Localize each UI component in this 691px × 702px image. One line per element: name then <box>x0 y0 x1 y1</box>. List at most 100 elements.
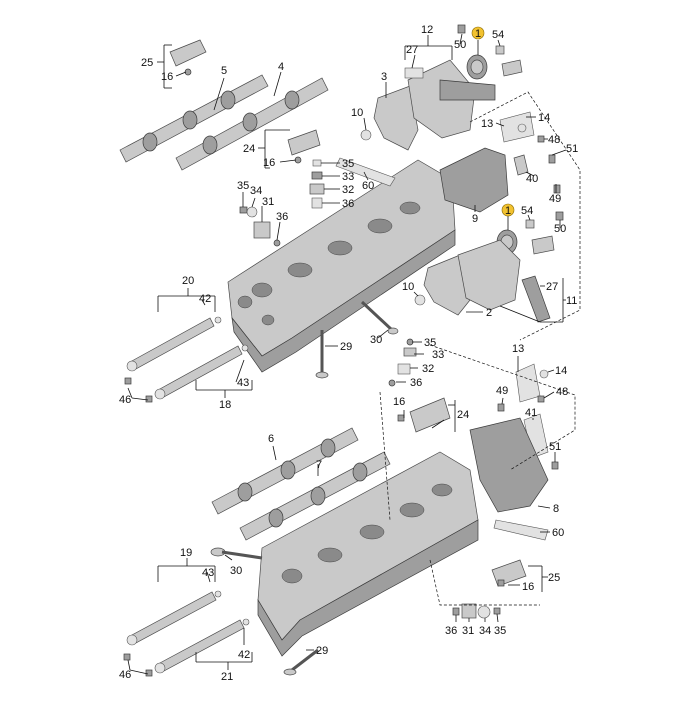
bolt-46b-lower <box>145 669 153 677</box>
part-25-lower <box>491 559 527 587</box>
camshaft-7 <box>239 451 391 541</box>
part-25-upper <box>169 39 207 76</box>
valve-30-upper <box>360 300 399 335</box>
label-54-lower: 54 <box>521 205 533 217</box>
label-4: 4 <box>278 61 284 73</box>
part-10-upper <box>360 129 372 141</box>
bolt-49-lower <box>497 403 505 412</box>
label-16-top: 16 <box>161 71 173 83</box>
label-14-upper: 14 <box>538 112 550 124</box>
label-14-lower: 14 <box>555 365 567 377</box>
bolt-48-upper <box>537 135 545 143</box>
label-13-upper: 13 <box>481 118 493 130</box>
label-27-lower: 27 <box>546 281 558 293</box>
rail-19 <box>126 590 222 646</box>
valve-train-middle <box>388 338 417 387</box>
highlight-badge-lower <box>501 203 515 217</box>
label-29-upper: 29 <box>340 341 352 353</box>
label-31-lower: 31 <box>462 625 474 637</box>
solenoid-upper <box>501 59 523 77</box>
label-46-lower: 46 <box>119 669 131 681</box>
label-49-lower: 49 <box>496 385 508 397</box>
label-30-lower: 30 <box>230 565 242 577</box>
label-51-upper: 51 <box>566 143 578 155</box>
part-labels: 1 1 2 3 4 5 6 7 8 9 10 10 11 12 13 13 14… <box>119 24 578 683</box>
label-46-upper: 46 <box>119 394 131 406</box>
label-50-upper: 50 <box>454 39 466 51</box>
camshaft-5 <box>119 74 269 163</box>
label-43-upper: 43 <box>237 377 249 389</box>
label-5: 5 <box>221 65 227 77</box>
rail-18 <box>154 344 249 400</box>
label-42-upper: 42 <box>199 293 211 305</box>
label-35-left: 35 <box>237 180 249 192</box>
part-14-lower <box>539 369 549 379</box>
part-13-upper <box>499 111 535 143</box>
rail-21 <box>154 618 250 674</box>
label-51-lower: 51 <box>549 441 561 453</box>
valve-29-lower <box>283 648 319 676</box>
part-16-middle <box>397 414 405 422</box>
label-24-middle: 24 <box>457 409 469 421</box>
label-20: 20 <box>182 275 194 287</box>
solenoid-lower <box>531 235 555 255</box>
part-24-middle <box>409 397 451 433</box>
valve-29-upper <box>315 330 329 379</box>
sensor-40 <box>513 154 529 176</box>
rail-20 <box>126 316 222 372</box>
bolt-50-upper <box>457 24 466 34</box>
label-36-left: 36 <box>276 211 288 223</box>
label-12: 12 <box>421 24 433 36</box>
label-48-upper: 48 <box>548 134 560 146</box>
part-11-housing <box>457 239 521 311</box>
bolt-48-lower <box>537 395 545 403</box>
label-36-lower: 36 <box>445 625 457 637</box>
part-54-lower <box>525 219 535 229</box>
part-10-lower <box>414 294 426 306</box>
bolt-46-lower <box>123 653 131 661</box>
label-33-upper: 33 <box>342 171 354 183</box>
camshaft-adjuster-sprocket-upper <box>466 54 488 80</box>
label-35-upper: 35 <box>342 158 354 170</box>
label-8: 8 <box>553 503 559 515</box>
label-25-lower: 25 <box>548 572 560 584</box>
label-29-lower: 29 <box>316 645 328 657</box>
label-49-upper: 49 <box>549 193 561 205</box>
label-18: 18 <box>219 399 231 411</box>
label-32-upper: 32 <box>342 184 354 196</box>
label-60-lower: 60 <box>552 527 564 539</box>
label-1-upper: 1 <box>475 28 481 40</box>
valve-train-lower <box>452 603 501 619</box>
label-10-lower: 10 <box>402 281 414 293</box>
part-54-upper <box>495 45 505 55</box>
label-10-upper: 10 <box>351 107 363 119</box>
part-12-assembly <box>404 59 496 139</box>
label-40: 40 <box>526 173 538 185</box>
label-30-upper: 30 <box>370 334 382 346</box>
label-16-middle: 16 <box>393 396 405 408</box>
label-34-lower: 34 <box>479 625 491 637</box>
label-3: 3 <box>381 71 387 83</box>
label-7: 7 <box>316 459 322 471</box>
label-21: 21 <box>221 671 233 683</box>
label-42-lower: 42 <box>238 649 250 661</box>
upper-cylinder-head <box>227 159 456 373</box>
label-41: 41 <box>525 407 537 419</box>
label-48-lower: 48 <box>556 386 568 398</box>
part-24-upper <box>287 129 321 164</box>
label-35-middle: 35 <box>424 337 436 349</box>
part-60-lower <box>493 519 549 541</box>
bolt-46-upper <box>124 377 132 385</box>
leader-lines <box>127 33 567 675</box>
label-34-upper: 34 <box>250 185 262 197</box>
label-16-lower: 16 <box>522 581 534 593</box>
camshaft-4 <box>175 77 329 171</box>
label-33-middle: 33 <box>432 349 444 361</box>
label-31-upper: 31 <box>262 196 274 208</box>
valve-train-upper <box>239 159 325 247</box>
label-27-upper: 27 <box>406 44 418 56</box>
label-50-lower: 50 <box>554 223 566 235</box>
dashed-guides <box>379 91 581 606</box>
label-60-upper: 60 <box>362 180 374 192</box>
